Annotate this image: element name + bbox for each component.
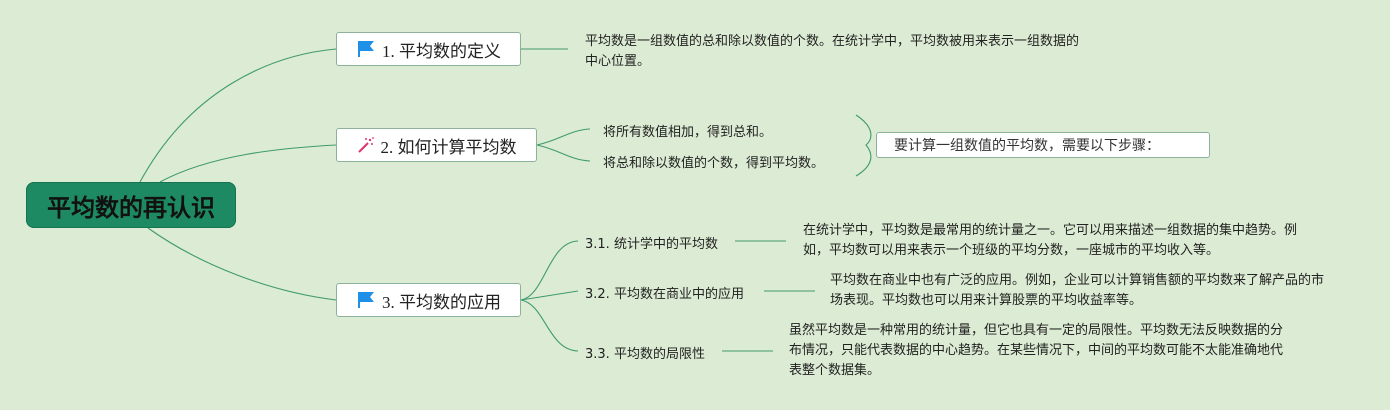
statistics-description: 在统计学中，平均数是最常用的统计量之一。它可以用来描述一组数据的集中趋势。例如，… xyxy=(803,223,1298,258)
root-label: 平均数的再认识 xyxy=(47,193,215,222)
magic-wand-icon xyxy=(357,136,375,154)
branch-label: 1. 平均数的定义 xyxy=(382,41,501,61)
definition-description: 平均数是一组数值的总和除以数值的个数。在统计学中，平均数被用来表示一组数据的中心… xyxy=(585,34,1080,69)
branch-node-calculation[interactable]: 2. 如何计算平均数 xyxy=(336,128,537,162)
limitations-description: 虽然平均数是一种常用的统计量，但它也具有一定的局限性。平均数无法反映数据的分布情… xyxy=(789,323,1284,378)
business-description: 平均数在商业中也有广泛的应用。例如，企业可以计算销售额的平均数来了解产品的市场表… xyxy=(830,273,1325,308)
calculation-summary-node[interactable]: 要计算一组数值的平均数，需要以下步骤： xyxy=(876,132,1210,158)
branch-label: 3. 平均数的应用 xyxy=(382,292,501,312)
root-node[interactable]: 平均数的再认识 xyxy=(26,182,236,228)
branch-node-definition[interactable]: 1. 平均数的定义 xyxy=(336,32,521,66)
summary-label: 要计算一组数值的平均数，需要以下步骤： xyxy=(894,138,1160,154)
subtopic-statistics[interactable]: 3.1. 统计学中的平均数 xyxy=(585,237,718,252)
branch-node-application[interactable]: 3. 平均数的应用 xyxy=(336,283,521,317)
step-item: 将总和除以数值的个数，得到平均数。 xyxy=(603,156,825,171)
blue-flag-icon xyxy=(356,39,376,59)
blue-flag-icon xyxy=(356,290,376,310)
subtopic-limitations[interactable]: 3.3. 平均数的局限性 xyxy=(585,347,705,362)
branch-label: 2. 如何计算平均数 xyxy=(380,137,517,157)
step-item: 将所有数值相加，得到总和。 xyxy=(603,125,773,140)
subtopic-business[interactable]: 3.2. 平均数在商业中的应用 xyxy=(585,287,744,302)
